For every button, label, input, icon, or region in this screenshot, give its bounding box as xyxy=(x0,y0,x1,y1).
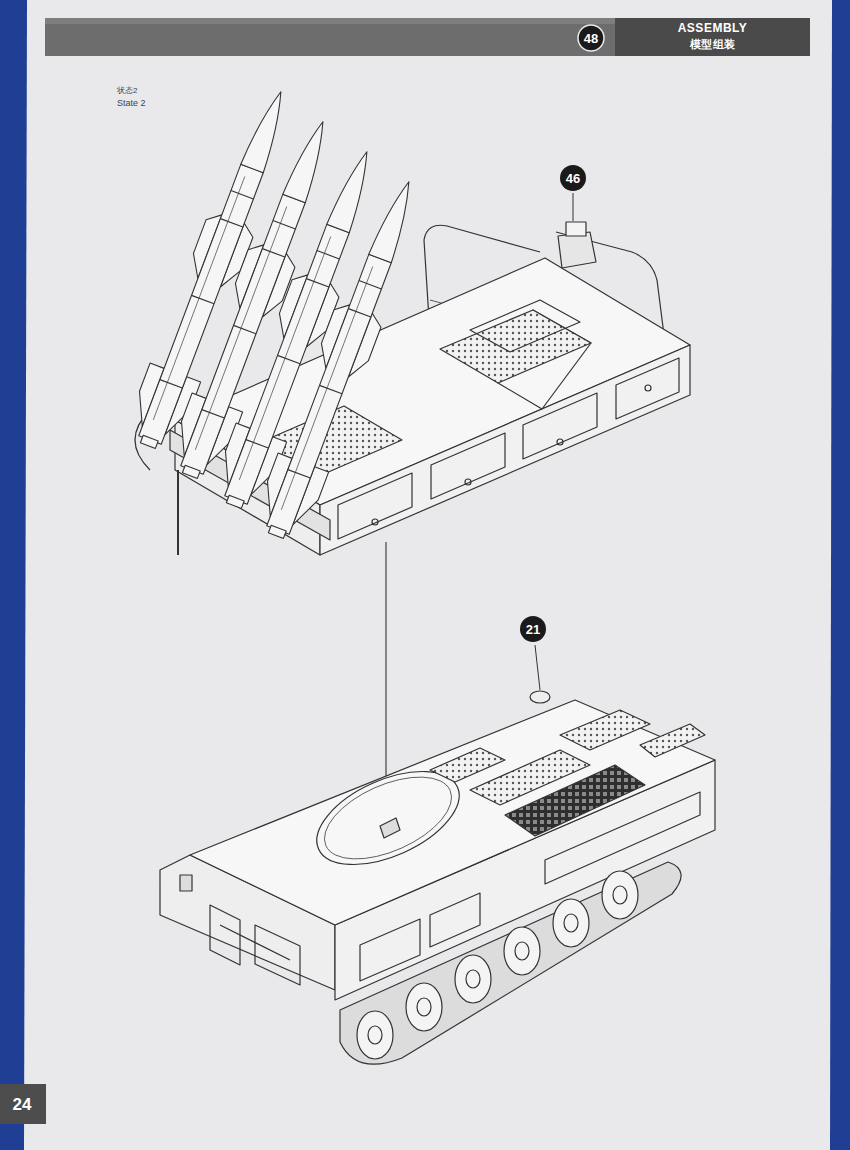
header-text: 模型组装 xyxy=(619,37,806,51)
header-text: ASSEMBLY xyxy=(619,21,806,37)
callout-number: 46 xyxy=(566,172,580,185)
state-label: 状态2 xyxy=(117,87,137,95)
page-number: 24 xyxy=(13,1096,32,1113)
state-label: State 2 xyxy=(117,99,146,108)
callout-number: 21 xyxy=(526,623,540,636)
callout-number: 48 xyxy=(584,32,598,45)
header-band: ASSEMBLY模型组装 xyxy=(615,18,810,56)
